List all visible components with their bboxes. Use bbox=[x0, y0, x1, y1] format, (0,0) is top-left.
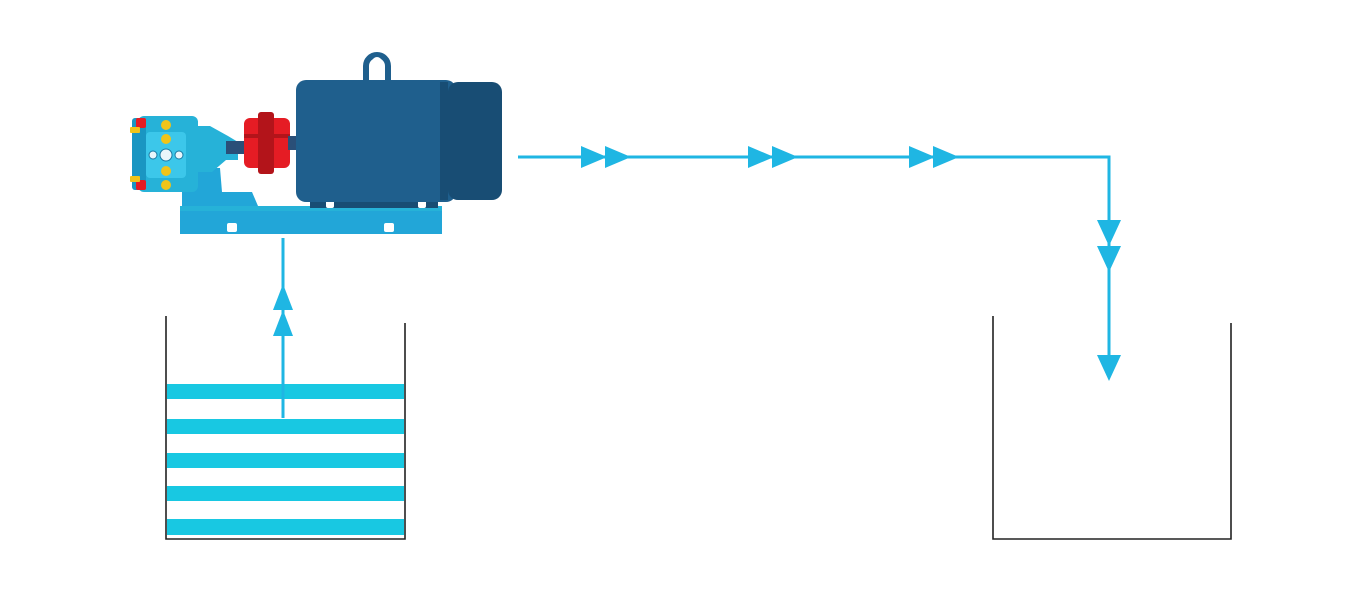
flow-arrow-down bbox=[1097, 246, 1121, 272]
discharge-pipe bbox=[518, 146, 1121, 381]
liquid-layer bbox=[167, 419, 404, 434]
flow-arrow-up bbox=[273, 284, 293, 310]
lifting-eye-icon bbox=[363, 52, 391, 80]
pump-end-cover bbox=[132, 118, 146, 190]
coupling bbox=[244, 112, 300, 174]
port-icon bbox=[174, 150, 184, 160]
shaft bbox=[226, 141, 248, 154]
flow-arrow-up bbox=[273, 310, 293, 336]
base-plate-top bbox=[180, 206, 442, 211]
flow-arrow-right bbox=[933, 146, 959, 168]
electric-motor bbox=[296, 52, 502, 208]
coupling-ring bbox=[244, 134, 290, 138]
coupling-flange bbox=[258, 112, 274, 174]
source-tank-liquid bbox=[167, 384, 404, 535]
suction-pipe bbox=[273, 238, 293, 418]
base-slot bbox=[384, 223, 394, 232]
motor-body bbox=[296, 80, 456, 202]
flow-arrow-right bbox=[748, 146, 774, 168]
flow-arrow-down bbox=[1097, 220, 1121, 246]
liquid-layer bbox=[167, 519, 404, 535]
pump-unit bbox=[130, 52, 502, 234]
lifting-eye-hole bbox=[372, 57, 382, 67]
motor-rib bbox=[440, 82, 448, 200]
motor-end-cap bbox=[448, 82, 502, 200]
base-plate bbox=[180, 206, 442, 234]
base-slot bbox=[227, 223, 237, 232]
flow-arrow-right bbox=[581, 146, 607, 168]
bolt-icon bbox=[161, 166, 171, 176]
gear-pump bbox=[130, 116, 198, 192]
liquid-layer bbox=[167, 384, 404, 399]
bolt-icon bbox=[161, 134, 171, 144]
destination-tank bbox=[992, 316, 1232, 540]
port-icon bbox=[148, 150, 158, 160]
bolt-icon bbox=[161, 180, 171, 190]
liquid-layer bbox=[167, 453, 404, 468]
flow-arrow-right bbox=[605, 146, 631, 168]
source-tank bbox=[165, 316, 406, 540]
relief-valve-cap bbox=[136, 118, 146, 128]
pump-pedestal bbox=[182, 168, 258, 206]
discharge-pipe-line bbox=[518, 155, 1111, 360]
destination-tank-outline bbox=[992, 316, 1232, 540]
flow-arrow-right bbox=[772, 146, 798, 168]
bolt-icon bbox=[161, 120, 171, 130]
flow-arrow-right bbox=[909, 146, 935, 168]
relief-valve-cap bbox=[136, 180, 146, 190]
port-icon bbox=[159, 148, 173, 162]
source-tank-outline bbox=[165, 316, 406, 540]
bearing-housing bbox=[196, 126, 238, 172]
relief-valve-stem bbox=[130, 127, 140, 133]
liquid-layer bbox=[167, 486, 404, 501]
relief-valve-stem bbox=[130, 176, 140, 182]
flow-arrow-down bbox=[1097, 355, 1121, 381]
